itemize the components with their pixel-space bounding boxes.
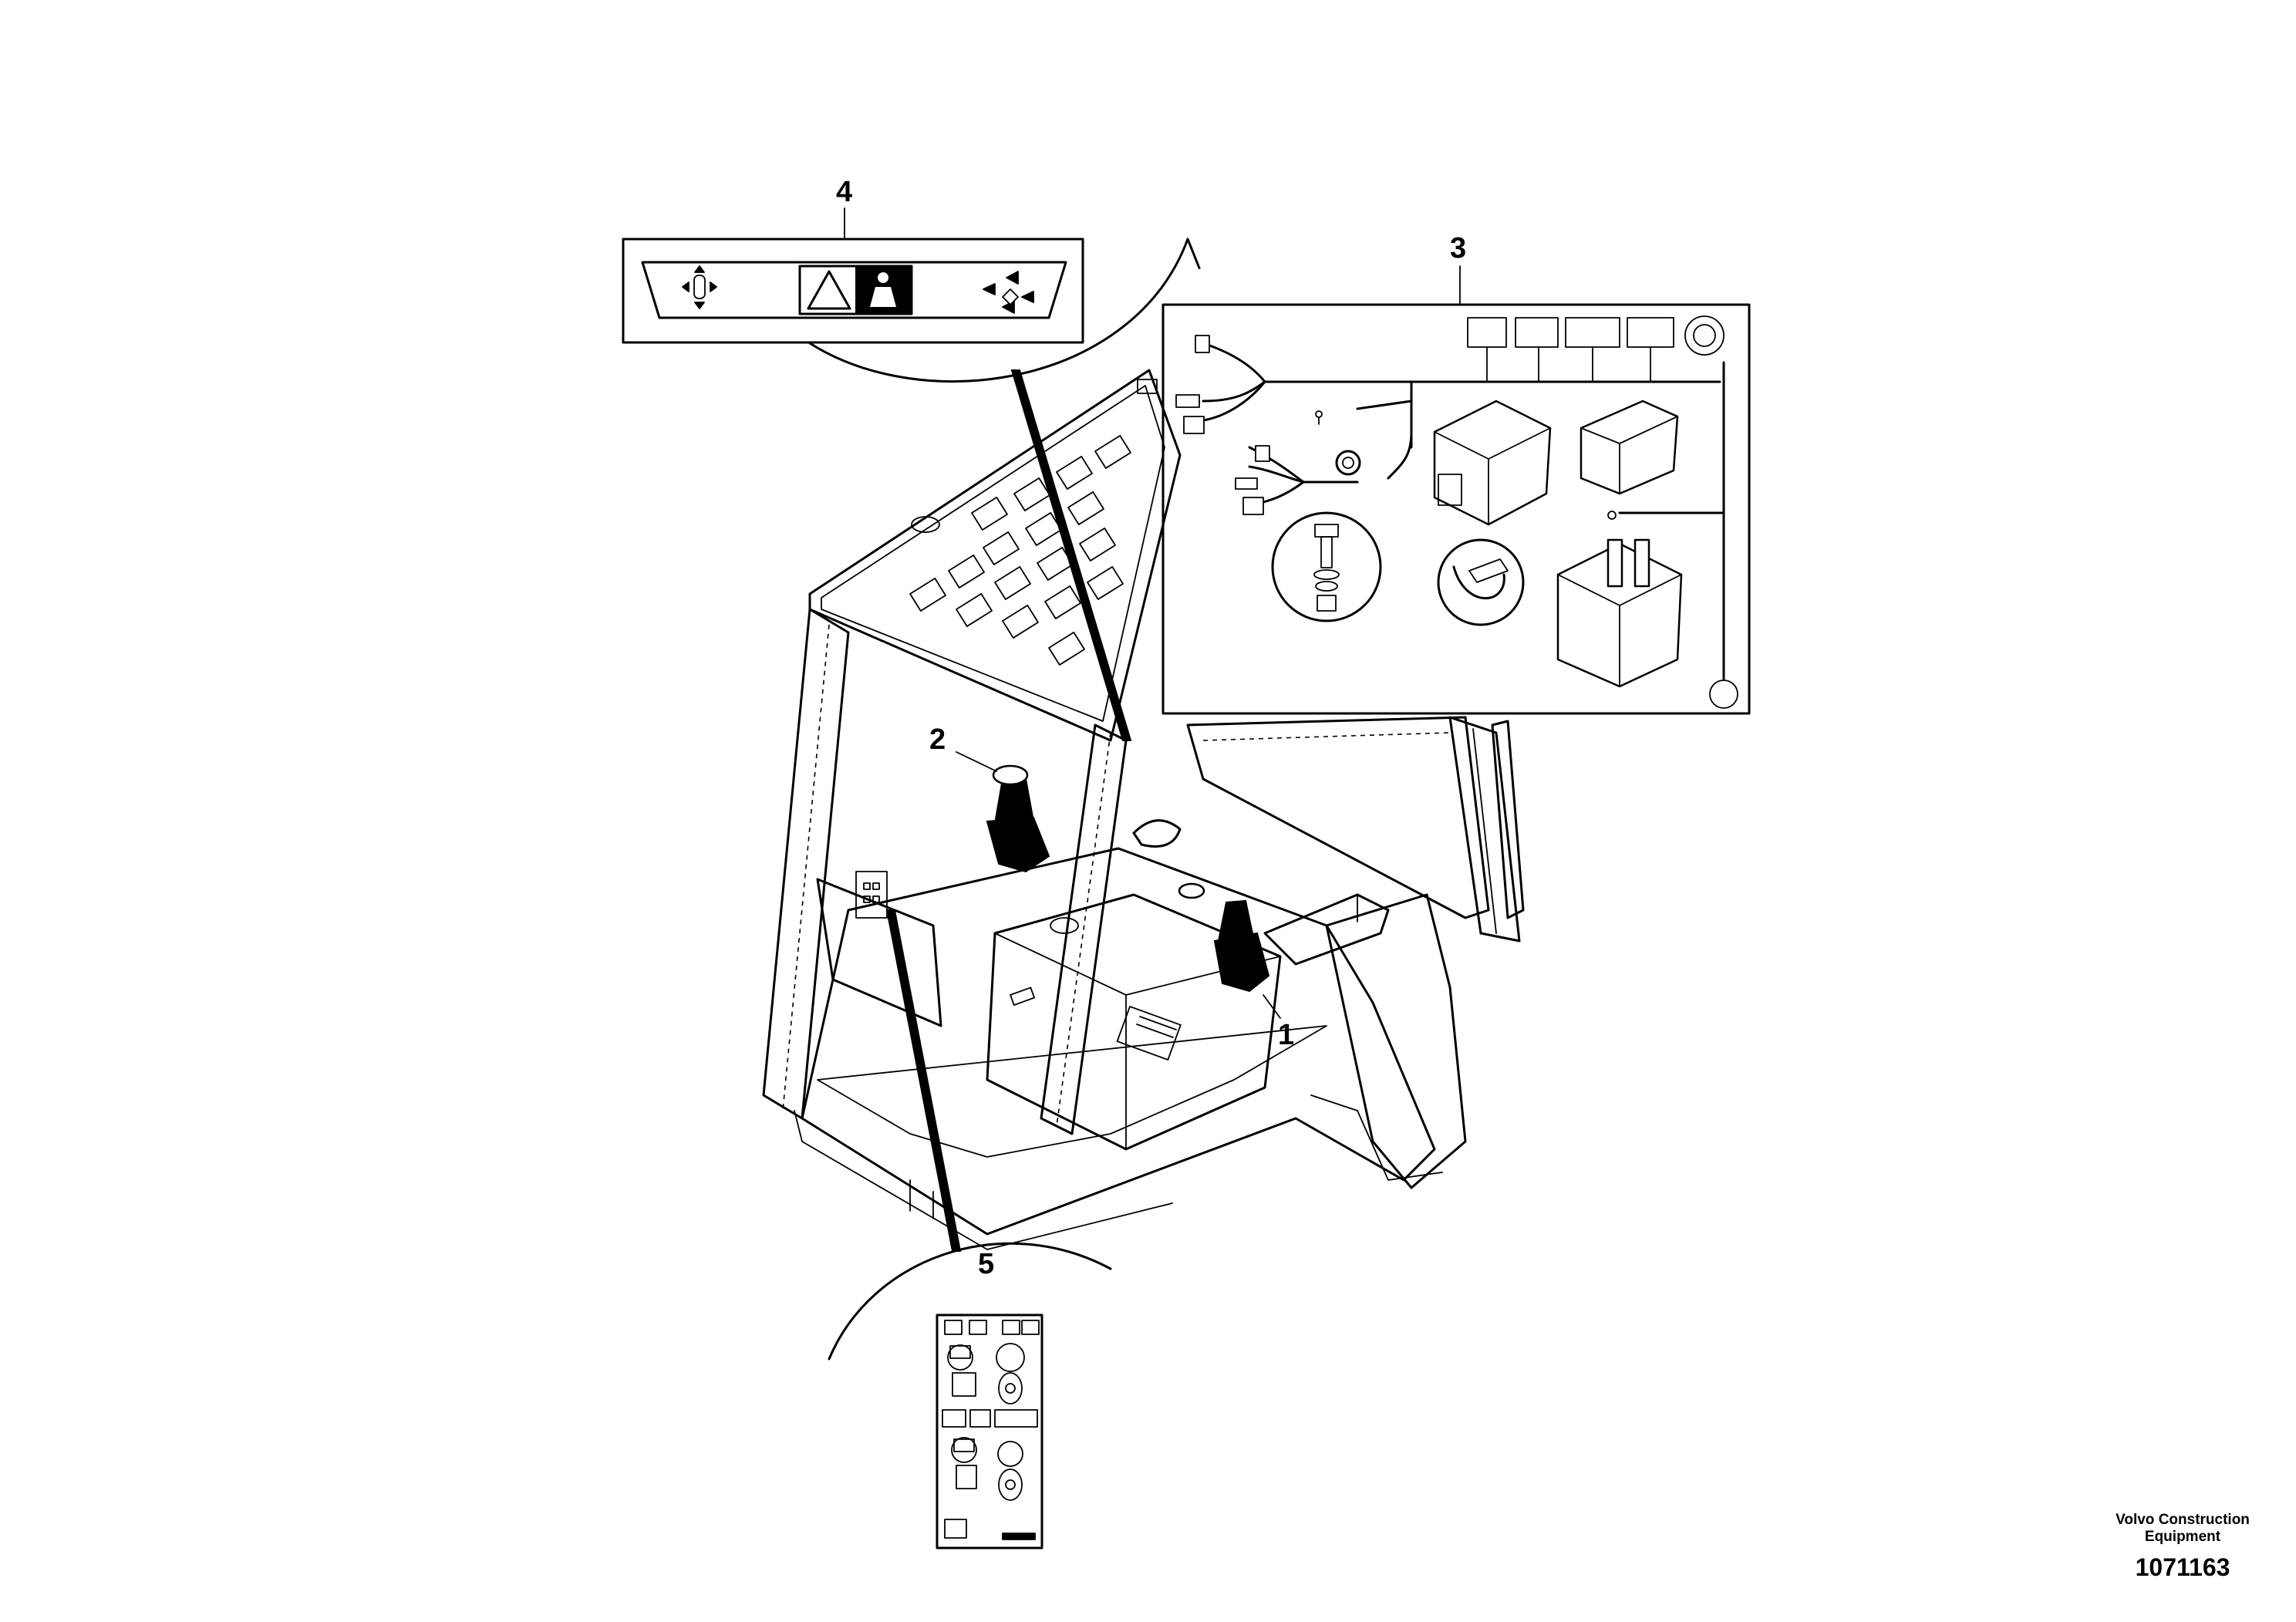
callout-4: 4 [836, 176, 853, 208]
detail-4 [622, 238, 1201, 383]
leader-callout-4 [1010, 369, 1132, 741]
detail-5 [828, 1242, 1112, 1549]
callout-5: 5 [978, 1248, 995, 1280]
callout-3: 3 [1450, 232, 1467, 265]
callout-1: 1 [1278, 1019, 1295, 1051]
detail-3 [1161, 303, 1751, 715]
leader-callout-5 [885, 909, 962, 1252]
left-joystick [956, 751, 1050, 873]
figure-number: 1071163 [2135, 1553, 2230, 1581]
brand-line-2: Equipment [2144, 1529, 2221, 1545]
brand-block: Volvo Construction Equipment 1071163 [2082, 1512, 2283, 1581]
callout-2: 2 [929, 723, 946, 756]
brand-line-1: Volvo Construction [2116, 1512, 2250, 1528]
right-joystick [1178, 882, 1281, 1019]
cab-frame [762, 369, 1525, 1250]
